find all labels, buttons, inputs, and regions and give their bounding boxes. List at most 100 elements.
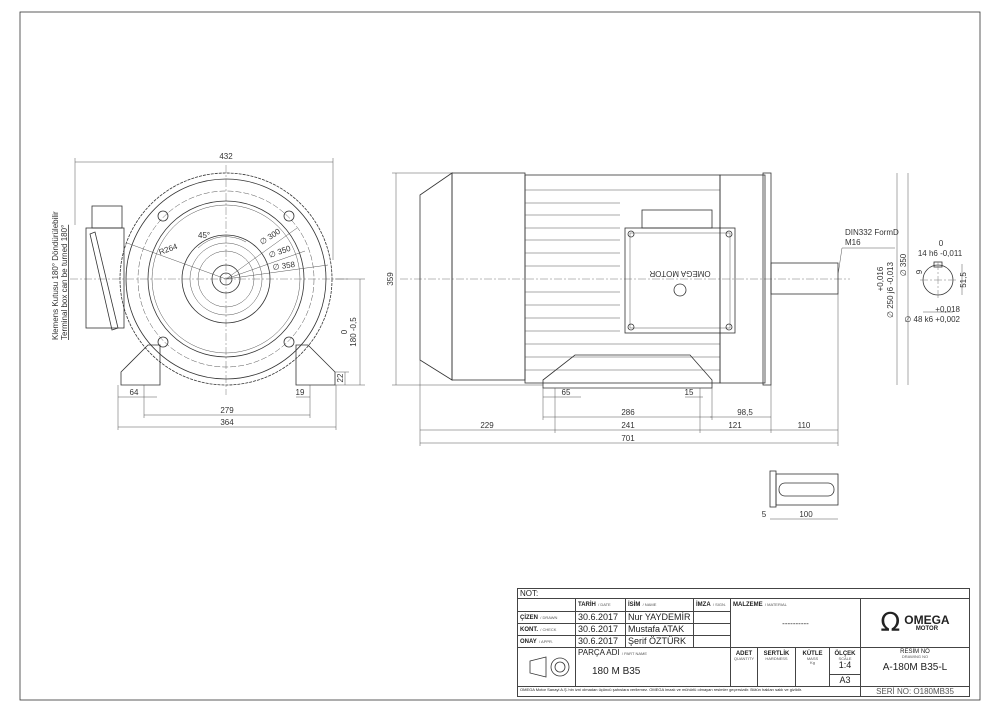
dim-key-9: 9	[915, 269, 924, 274]
name-header: İSİM / NAME	[625, 598, 694, 612]
dim-d300: ∅ 300	[258, 227, 282, 247]
dim-shaft-48: ∅ 48 k6 +0,002	[904, 315, 960, 324]
terminal-box-cover	[624, 227, 736, 334]
material-cell: MALZEME / MATERIAL ----------	[730, 598, 861, 648]
part-label: PARÇA ADI	[578, 648, 620, 657]
shaft-detail: 5 100	[762, 470, 839, 520]
terminal-note-tr: Klemens Kutusu 180° Döndürülebilir	[51, 211, 60, 340]
hardness-label: SERTLİK	[763, 651, 790, 657]
cable-gland	[91, 205, 123, 229]
dim-flange-250: ∅ 250 j6 -0,013	[886, 262, 895, 318]
mass-label: KÜTLE	[802, 651, 823, 657]
dim-100: 100	[799, 510, 813, 519]
date-header-label: TARİH	[578, 602, 596, 608]
name-header-en: / NAME	[642, 602, 657, 607]
role: KONT.	[520, 627, 538, 633]
dim-d350: ∅ 350	[268, 244, 293, 260]
dim-5: 5	[762, 510, 767, 519]
cable-glands	[641, 209, 713, 229]
dim-359: 359	[386, 272, 395, 286]
cover-logo: OMEGA MOTOR	[649, 269, 710, 278]
mass-label-en: MASS	[806, 656, 819, 661]
date-header-en: / DATE	[598, 602, 611, 607]
part-name: 180 M B35	[592, 666, 641, 677]
dim-angle: 45°	[198, 231, 210, 240]
dim-key-14: 14 h6 -0,011	[918, 249, 963, 258]
note-label: NOT:	[520, 589, 539, 598]
blank-cell	[517, 598, 576, 612]
qty-label: ADET	[735, 651, 753, 657]
dim-364: 364	[220, 418, 234, 427]
shaft-section: 0 14 h6 -0,011 9 51,5 +0,018 ∅ 48 k6 +0,…	[904, 239, 968, 324]
role-en: / DRAWN	[540, 615, 558, 620]
material-value: ----------	[782, 619, 809, 628]
dim-65: 65	[562, 388, 571, 397]
dim-110: 110	[798, 421, 811, 430]
dim-241: 241	[621, 421, 635, 430]
role-en: / CHECK	[540, 627, 557, 632]
material-label: MALZEME	[733, 602, 763, 608]
fan-cover-cone	[419, 172, 453, 381]
front-view: 432 R264 45° ∅ 300 ∅ 350 ∅ 358 0 180 -0,…	[51, 152, 365, 430]
dim-279: 279	[220, 406, 234, 415]
dim-432: 432	[219, 152, 233, 161]
flange-tol: +0,016	[876, 266, 885, 291]
terminal-note-en: Terminal box can be turned 180°	[60, 225, 69, 340]
dim-98-5: 98,5	[737, 408, 753, 417]
brand-name: OMEGA	[904, 613, 950, 627]
fan-cover	[451, 172, 526, 381]
scale-label: ÖLÇEK	[834, 651, 856, 657]
thread-note-m16: M16	[845, 238, 861, 247]
sign-header-en: / SIGN.	[712, 602, 727, 607]
drawing-no-label: RESİM NO	[900, 649, 930, 655]
dim-229: 229	[480, 421, 494, 430]
dim-121: 121	[728, 421, 742, 430]
scale-label-en: SCALE	[838, 656, 852, 661]
material-label-en: / MATERIAL	[764, 602, 787, 607]
foot-left	[120, 344, 161, 386]
dim-22: 22	[336, 373, 345, 382]
projection-symbol-icon	[517, 647, 576, 687]
omega-logo-icon	[673, 283, 687, 297]
thread-note-din: DIN332 FormD	[845, 228, 899, 237]
role-en: / APPR.	[539, 639, 554, 644]
dim-51-5: 51,5	[959, 272, 968, 288]
drawing-no: A-180M B35-L	[882, 662, 948, 673]
dim-flange-350: ∅ 350	[899, 253, 908, 276]
drawing-no-label-en: DRAWING NO	[901, 654, 929, 659]
date-header: TARİH / DATE	[575, 598, 626, 612]
serial-no: SERİ NO: O180MB35	[860, 686, 970, 697]
role: ONAY	[520, 639, 537, 645]
scale-value: 1:4	[838, 660, 852, 670]
shaft-tol: +0,018	[935, 305, 960, 314]
brand-sub: MOTOR	[915, 626, 939, 632]
name-header-label: İSİM	[628, 602, 641, 608]
part-name-cell: PARÇA ADI / PART NAME 180 M B35	[575, 647, 731, 687]
part-label-en: / PART NAME	[621, 651, 648, 656]
dim-15: 15	[685, 388, 694, 397]
shaft	[770, 262, 839, 295]
footnote: OMEGA Motor Sanayi A.Ş.'nin izni olmadan…	[517, 686, 861, 697]
mass-unit: Kg	[810, 660, 815, 665]
dim-286: 286	[621, 408, 635, 417]
dim-180: 180 -0,5	[349, 317, 358, 347]
dim-701: 701	[621, 434, 635, 443]
side-view: OMEGA MOTOR 359 65 15 286 98,5 229 241 1…	[386, 172, 909, 446]
flange-housing	[719, 174, 766, 384]
omega-logo-icon: Ω	[880, 608, 901, 638]
dim-180-tol: 0	[340, 329, 349, 334]
sign-header-label: İMZA	[696, 602, 711, 608]
dim-d358: ∅ 358	[272, 260, 296, 272]
qty-label-en: QUANTITY	[733, 656, 755, 661]
key-tol: 0	[939, 239, 944, 248]
dim-64: 64	[130, 388, 139, 397]
dim-19: 19	[296, 388, 305, 397]
